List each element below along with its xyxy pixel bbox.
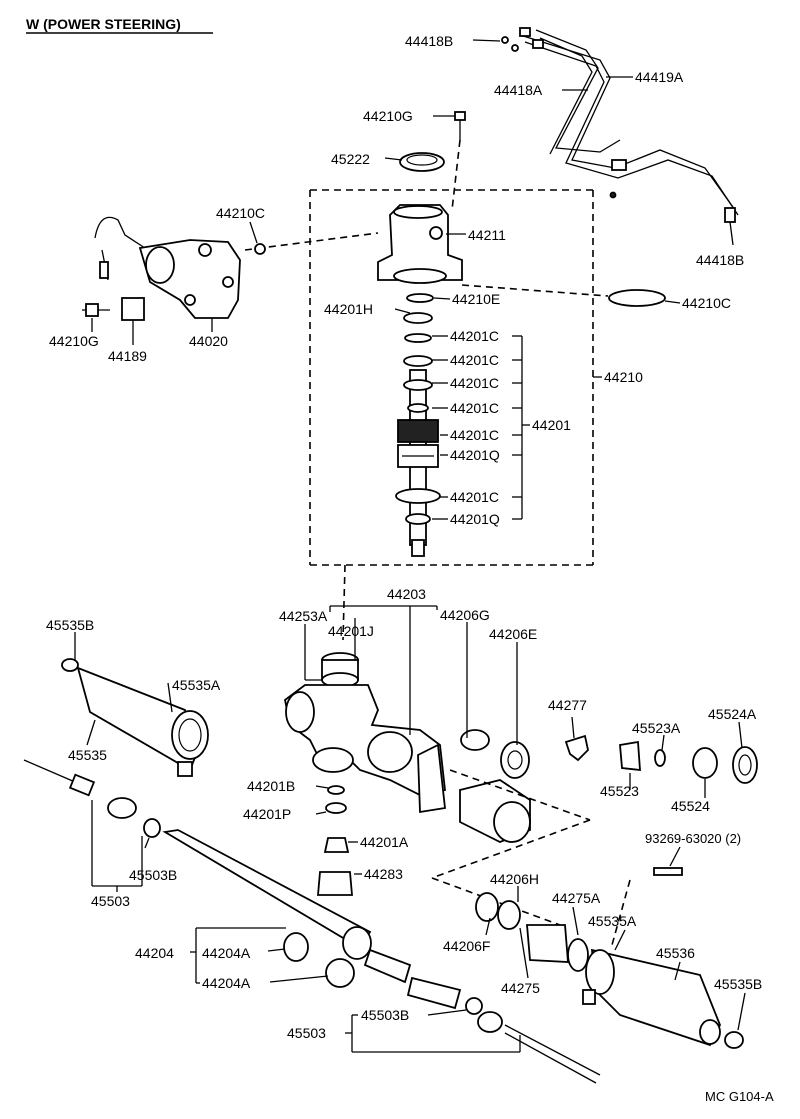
label-44204A-1: 44204A — [202, 945, 251, 961]
label-44204: 44204 — [135, 945, 174, 961]
leader-lines — [74, 39, 746, 1053]
label-44201: 44201 — [532, 417, 571, 433]
label-45503-left: 45503 — [91, 893, 130, 909]
diagram-title: W (POWER STEERING) — [26, 16, 181, 32]
rack-and-tie-rod-drawing — [23, 759, 601, 1084]
label-44275: 44275 — [501, 980, 540, 996]
label-45222: 45222 — [331, 151, 370, 167]
label-44210E: 44210E — [452, 291, 500, 307]
label-93269-63020: 93269-63020 (2) — [645, 831, 741, 846]
label-44203: 44203 — [387, 586, 426, 602]
label-45503-bottom: 45503 — [287, 1025, 326, 1041]
label-45535A-top: 45535A — [172, 677, 221, 693]
left-boot-drawing — [61, 658, 209, 777]
subassembly-box-44210 — [309, 189, 594, 641]
label-44206F: 44206F — [443, 938, 490, 954]
diagram-code: MC G104-A — [705, 1089, 774, 1104]
right-small-parts-drawing — [564, 734, 758, 876]
label-45503B-left: 45503B — [129, 867, 177, 883]
label-44201C-3: 44201C — [450, 375, 499, 391]
label-44418B-top: 44418B — [405, 33, 453, 49]
label-44253A: 44253A — [279, 608, 328, 624]
right-boot-drawing — [475, 879, 744, 1049]
label-44210C-right: 44210C — [682, 295, 731, 311]
label-45523A: 45523A — [632, 720, 681, 736]
label-45524: 45524 — [671, 798, 710, 814]
label-44201C-5: 44201C — [450, 427, 499, 443]
control-valve-assembly-drawing — [377, 111, 666, 557]
label-44201C-2: 44201C — [450, 352, 499, 368]
rack-housing-drawing — [284, 652, 591, 926]
label-44201J: 44201J — [328, 623, 374, 639]
label-44201C-1: 44201C — [450, 328, 499, 344]
label-44189: 44189 — [108, 348, 147, 364]
label-45524A: 45524A — [708, 706, 757, 722]
label-44201B: 44201B — [247, 778, 295, 794]
label-44418A: 44418A — [494, 82, 543, 98]
label-44206G: 44206G — [440, 607, 490, 623]
label-44206E: 44206E — [489, 626, 537, 642]
label-45536: 45536 — [656, 945, 695, 961]
label-44283: 44283 — [364, 866, 403, 882]
label-44201C-4: 44201C — [450, 400, 499, 416]
label-45535: 45535 — [68, 747, 107, 763]
label-45535B-bottom: 45535B — [714, 976, 762, 992]
label-44201Q-1: 44201Q — [450, 447, 500, 463]
label-45523: 45523 — [600, 783, 639, 799]
label-44201P: 44201P — [243, 806, 291, 822]
label-44418B-right: 44418B — [696, 252, 744, 268]
label-44210C-left: 44210C — [216, 205, 265, 221]
label-44201A: 44201A — [360, 834, 409, 850]
label-45535B-top: 45535B — [46, 617, 94, 633]
pump-body-44020-drawing — [82, 216, 379, 321]
label-44210G-top: 44210G — [363, 108, 413, 124]
label-44201C-6: 44201C — [450, 489, 499, 505]
label-44210: 44210 — [604, 369, 643, 385]
label-44204A-2: 44204A — [202, 975, 251, 991]
pressure-tube-drawing — [501, 27, 739, 223]
label-44419A: 44419A — [635, 69, 684, 85]
label-44277: 44277 — [548, 697, 587, 713]
label-44201H: 44201H — [324, 301, 373, 317]
label-45503B-bottom: 45503B — [361, 1007, 409, 1023]
label-44206H: 44206H — [490, 871, 539, 887]
label-45535A-bottom: 45535A — [588, 913, 637, 929]
part-labels: 44418B 44419A 44418A 44210G 45222 44210C… — [46, 33, 762, 1041]
label-44210G-left: 44210G — [49, 333, 99, 349]
label-44201Q-2: 44201Q — [450, 511, 500, 527]
label-44020: 44020 — [189, 333, 228, 349]
label-44211: 44211 — [468, 227, 506, 243]
label-44275A: 44275A — [552, 890, 601, 906]
